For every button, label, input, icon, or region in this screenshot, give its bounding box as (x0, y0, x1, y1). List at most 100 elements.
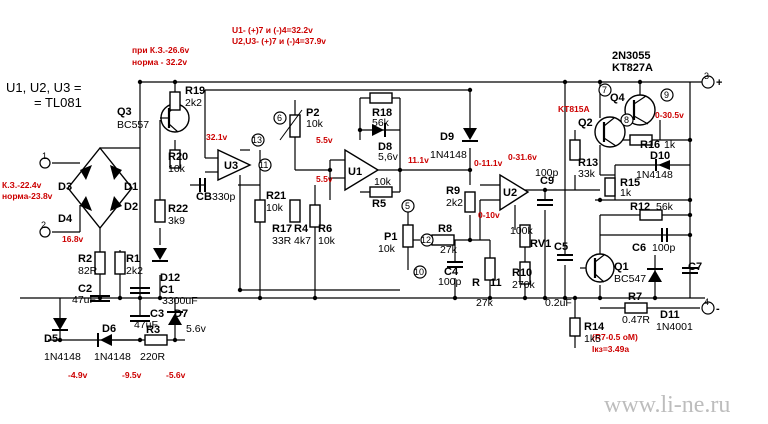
ic-note-line1: U1, U2, U3 = (6, 80, 82, 95)
potentiometer-symbols (279, 109, 531, 248)
r10-value: 270k (512, 279, 536, 291)
r8-ref: R8 (438, 223, 452, 235)
r9-ref: R9 (446, 185, 460, 197)
d6-ref: D6 (102, 323, 116, 335)
terminal-5: 5 (405, 201, 410, 211)
r15-value: 1k (620, 187, 632, 199)
r12-ref: R12 (630, 201, 650, 213)
r2-ref: R2 (78, 253, 92, 265)
r17-value: 33R (272, 235, 292, 247)
r16-ref: R16 (640, 139, 660, 151)
terminal-2: 2 (41, 220, 46, 230)
q3-norm-note: норма - 32.2v (132, 57, 187, 67)
watermark: www.li-ne.ru (604, 392, 730, 418)
r1-value: 2k2 (126, 265, 143, 277)
r14-ref: R14 (584, 321, 605, 333)
p1-ref: P1 (384, 231, 397, 243)
power-transistor-symbols (585, 94, 656, 283)
supply-note-2: U2,U3- (+)7 и (-)4=37.9v (232, 36, 326, 46)
p2-ref: P2 (306, 107, 319, 119)
measure-d9: 0-11.1v (474, 158, 503, 168)
r14-value: 1k5 (584, 333, 601, 345)
terminal-8: 8 (624, 115, 629, 125)
terminal-9: 9 (664, 90, 669, 100)
measurement-labels: 32.1v 5.5v 5.5v 11.1v 0-11.1v 0-31.6v 0-… (62, 110, 684, 380)
q3-ref: Q3 (117, 106, 132, 118)
r4-ref: R4 (294, 223, 309, 235)
r6-ref: R6 (318, 223, 332, 235)
r10-ref: R10 (512, 267, 532, 279)
c5-value: 0.2uF (545, 297, 572, 309)
u1-ref: U1 (348, 166, 362, 178)
c3-ref: C3 (150, 308, 164, 320)
measure-u1-in: 5.5v (316, 174, 333, 184)
resistor-symbols (94, 91, 663, 346)
measure-u2-out: 0-31.6v (508, 152, 537, 162)
d5-ref: D5 (44, 333, 58, 345)
d11-ref: D11 (660, 309, 680, 321)
r5-value: 10k (374, 176, 392, 188)
c2-ref: C2 (78, 283, 92, 295)
r4-value: 4k7 (294, 235, 311, 247)
r11-value: 27k (476, 297, 494, 309)
c3-value: 47uF (134, 319, 158, 331)
r2-value: 82R (78, 265, 98, 277)
diode-symbols (52, 123, 670, 347)
r20-ref: R20 (168, 151, 188, 163)
terminal-7: 7 (602, 85, 607, 95)
r15-ref: R15 (620, 177, 640, 189)
d7-value: 5.6v (186, 323, 207, 335)
r22-ref: R22 (168, 203, 188, 215)
r7-note: (R7-0.5 oM) (592, 332, 638, 342)
bridge-rectifier (67, 146, 133, 230)
q3-part: BC557 (117, 119, 149, 131)
rv1-value: 100k (510, 225, 534, 237)
r1-ref: R1 (126, 253, 140, 265)
d6-part: 1N4148 (94, 351, 131, 363)
c9-ref: C9 (540, 175, 554, 187)
r21-value: 10k (266, 202, 284, 214)
r13-ref: R13 (578, 157, 598, 169)
r11-label2: 11 (490, 277, 502, 289)
r3-ref: R3 (146, 324, 160, 336)
cb-value: 330p (212, 191, 236, 203)
q4-part1: 2N3055 (612, 50, 651, 62)
r18-value: 56k (372, 117, 390, 129)
c1-value: 3300uF (162, 295, 198, 307)
r7-ref: R7 (628, 291, 642, 303)
terminal-13: 13 (252, 135, 262, 145)
annotations: U1, U2, U3 = = TL081 U1- (+)7 и (-)4=32.… (2, 25, 730, 418)
measure-d5: -4.9v (68, 370, 88, 380)
measure-d6: -9.5v (122, 370, 142, 380)
d11-part: 1N4001 (656, 321, 693, 333)
u3-ref: U3 (224, 160, 238, 172)
d1-ref: D1 (124, 181, 138, 193)
q4-ref: Q4 (610, 92, 626, 104)
q2-part: KT815A (558, 104, 590, 114)
d10-part: 1N4148 (636, 169, 673, 181)
r9-value: 2k2 (446, 197, 463, 209)
terminal-circles (39, 75, 715, 315)
c5-ref: C5 (554, 241, 568, 253)
r6-value: 10k (318, 235, 336, 247)
u2-ref: U2 (503, 187, 517, 199)
terminal-1: 1 (42, 151, 47, 161)
junction-dots (57, 79, 693, 343)
c6-value: 100p (652, 242, 676, 254)
op-amp-symbols (217, 148, 530, 212)
p2-value: 10k (306, 118, 324, 130)
r3-value: 220R (140, 351, 166, 363)
c4-ref: C4 (444, 266, 459, 278)
d3-ref: D3 (58, 181, 72, 193)
r19-ref: R19 (185, 85, 205, 97)
r22-value: 3k9 (168, 215, 185, 227)
c2-value: 47uF (72, 294, 96, 306)
r17-ref: R17 (272, 223, 292, 235)
measure-u1-out: 11.1v (408, 155, 429, 165)
measure-u3: 32.1v (206, 132, 228, 142)
c9-value: 100p (535, 167, 559, 179)
c6-ref: C6 (632, 242, 646, 254)
supply-note-1: U1- (+)7 и (-)4=32.2v (232, 25, 313, 35)
rv1-ref: RV1 (530, 238, 551, 250)
r21-ref: R21 (266, 190, 286, 202)
